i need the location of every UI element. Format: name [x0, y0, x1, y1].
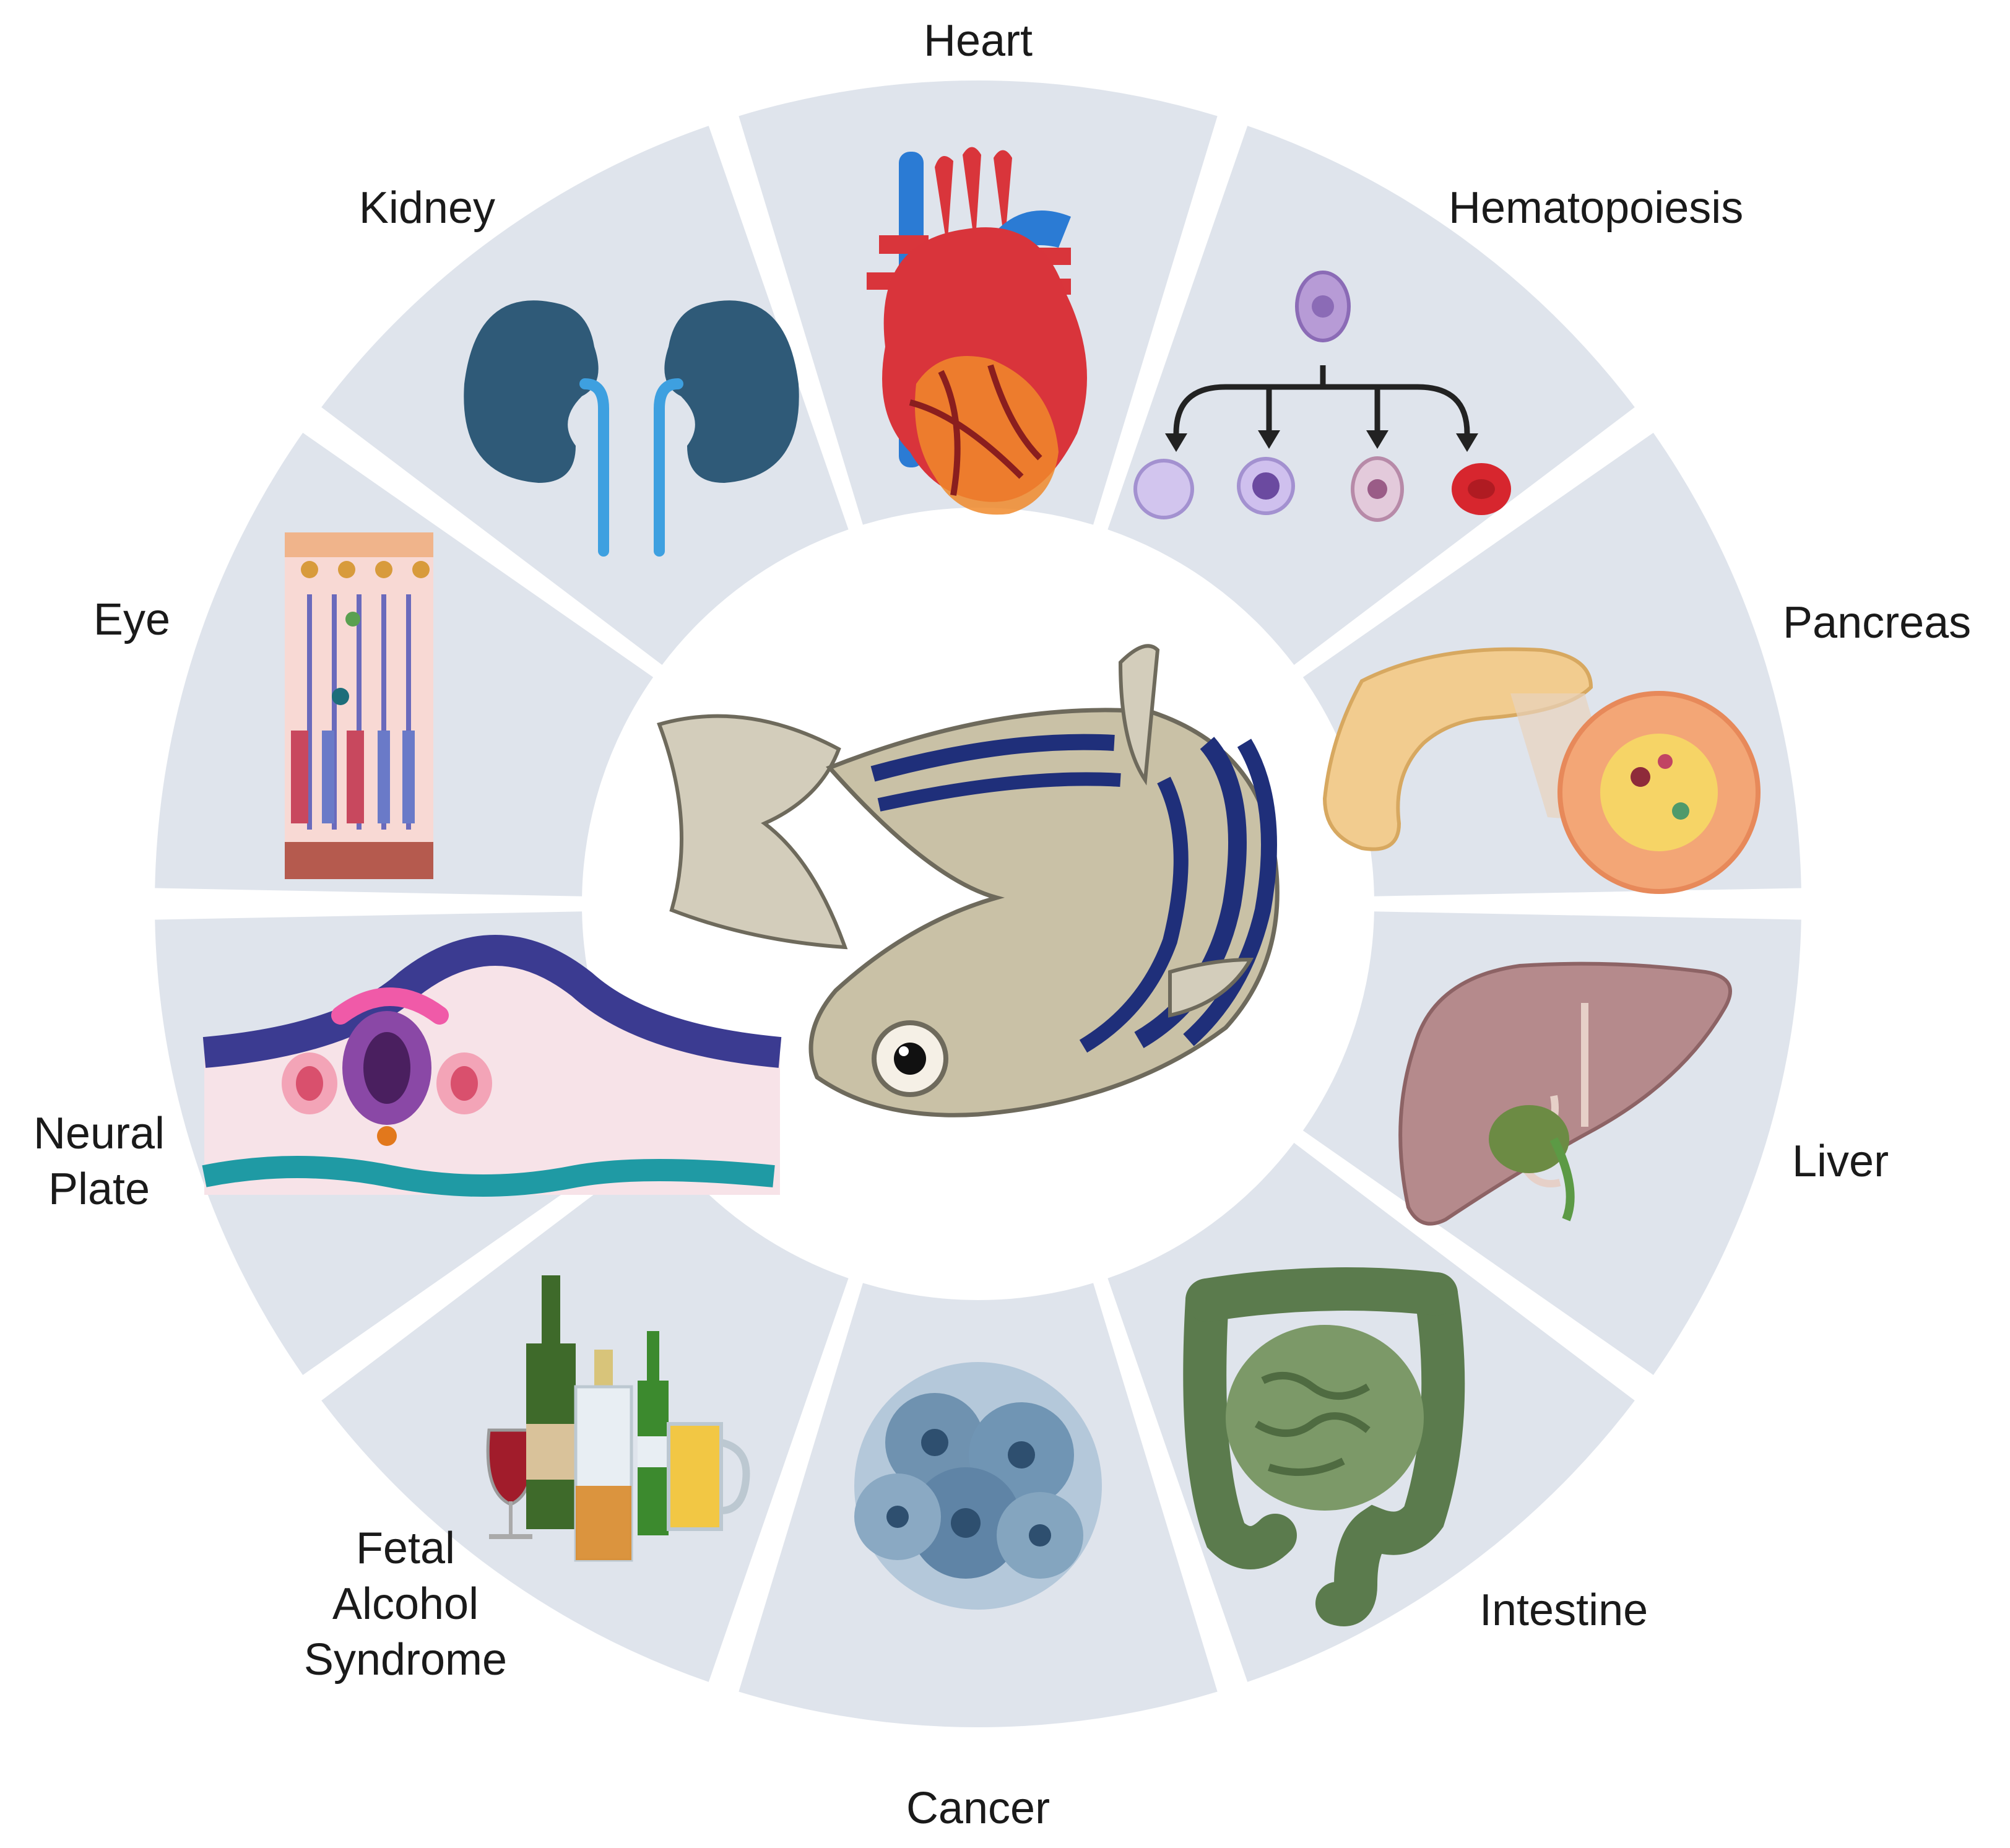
label-intestine: Intestine [1479, 1586, 1648, 1635]
label-line: Syndrome [304, 1635, 507, 1685]
label-eye: Eye [93, 595, 170, 644]
pancreas-icon [1322, 647, 1761, 894]
segment-kidney [321, 126, 849, 665]
hematopoiesis-icon [1133, 271, 1511, 522]
label-line: Liver [1792, 1137, 1889, 1186]
cancer-cluster-icon [854, 1362, 1102, 1610]
kidney-icon [464, 300, 799, 557]
label-line: Heart [924, 16, 1033, 66]
label-pancreas: Pancreas [1783, 598, 1971, 648]
label-line: Hematopoiesis [1449, 183, 1743, 233]
label-line: Intestine [1479, 1586, 1648, 1635]
liver-icon [1398, 961, 1732, 1226]
label-line: Cancer [906, 1784, 1050, 1833]
heart-icon [867, 147, 1087, 515]
neural-plate-icon [202, 935, 782, 1197]
label-line: Pancreas [1783, 598, 1971, 648]
retina-icon [285, 532, 433, 879]
label-line: Neural [33, 1109, 165, 1158]
label-hematopoiesis: Hematopoiesis [1449, 183, 1743, 233]
alcohol-bottles-icon [486, 1275, 750, 1562]
label-line: Eye [93, 595, 170, 644]
segment-hematopoiesis [1107, 126, 1635, 665]
intestine-icon [1183, 1267, 1465, 1626]
label-kidney: Kidney [359, 183, 495, 233]
label-liver: Liver [1792, 1137, 1889, 1186]
label-line: Alcohol [332, 1579, 479, 1629]
zebrafish-icon [657, 644, 1280, 1117]
label-line: Fetal [356, 1524, 455, 1573]
label-line: Plate [48, 1165, 150, 1214]
labels-layer: HeartHematopoiesisPancreasLiverIntestine… [33, 16, 1971, 1833]
label-heart: Heart [924, 16, 1033, 66]
label-line: Kidney [359, 183, 495, 233]
label-cancer: Cancer [906, 1784, 1050, 1833]
